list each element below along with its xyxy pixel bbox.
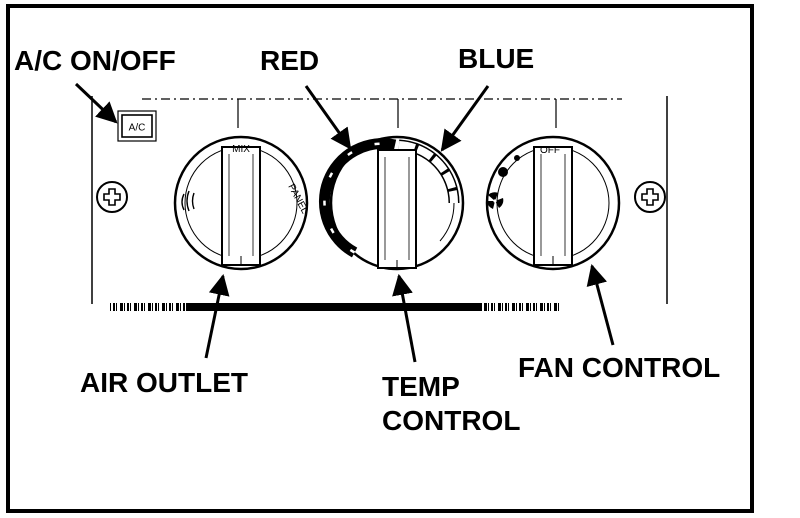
arrow-ac-on-off: [74, 82, 118, 124]
arrow-fan-control: [586, 263, 615, 346]
fan-speed-dot-low: [514, 155, 520, 161]
temp-control-knob[interactable]: [318, 135, 465, 271]
air-outlet-knob[interactable]: MIX PANEL: [173, 135, 310, 271]
red-label: RED: [260, 45, 320, 76]
fan-knob-off-label: OFF: [540, 145, 560, 156]
ac-button-text: A/C: [129, 123, 146, 134]
temp-control-label-line2: CONTROL: [382, 405, 521, 436]
temp-control-label: TEMP CONTROL: [382, 370, 520, 438]
blue-label: BLUE: [458, 43, 535, 74]
temp-control-label-line1: TEMP: [382, 371, 460, 402]
windshield-defrost-icon: [181, 190, 195, 212]
ac-button[interactable]: A/C: [117, 110, 157, 142]
phillips-screw-icon: [96, 181, 128, 213]
fan-control-knob[interactable]: OFF: [485, 135, 621, 271]
control-panel: [91, 96, 668, 311]
temp-scale-red: [318, 138, 397, 258]
phillips-screw-icon: [634, 181, 666, 213]
air-knob-mix-label: MIX: [232, 144, 250, 155]
arrow-air-outlet: [204, 273, 230, 359]
arrow-blue: [440, 85, 490, 152]
fan-speed-dot-high: [498, 167, 508, 177]
callout-arrows: [74, 82, 615, 363]
fan-icon: [487, 192, 504, 209]
arrow-red: [304, 85, 352, 150]
air-outlet-label: AIR OUTLET: [80, 367, 248, 398]
arrow-temp-control: [392, 273, 417, 363]
fan-control-label: FAN CONTROL: [518, 352, 721, 383]
ac-on-off-label: A/C ON/OFF: [14, 45, 176, 76]
outer-frame: [6, 4, 754, 513]
